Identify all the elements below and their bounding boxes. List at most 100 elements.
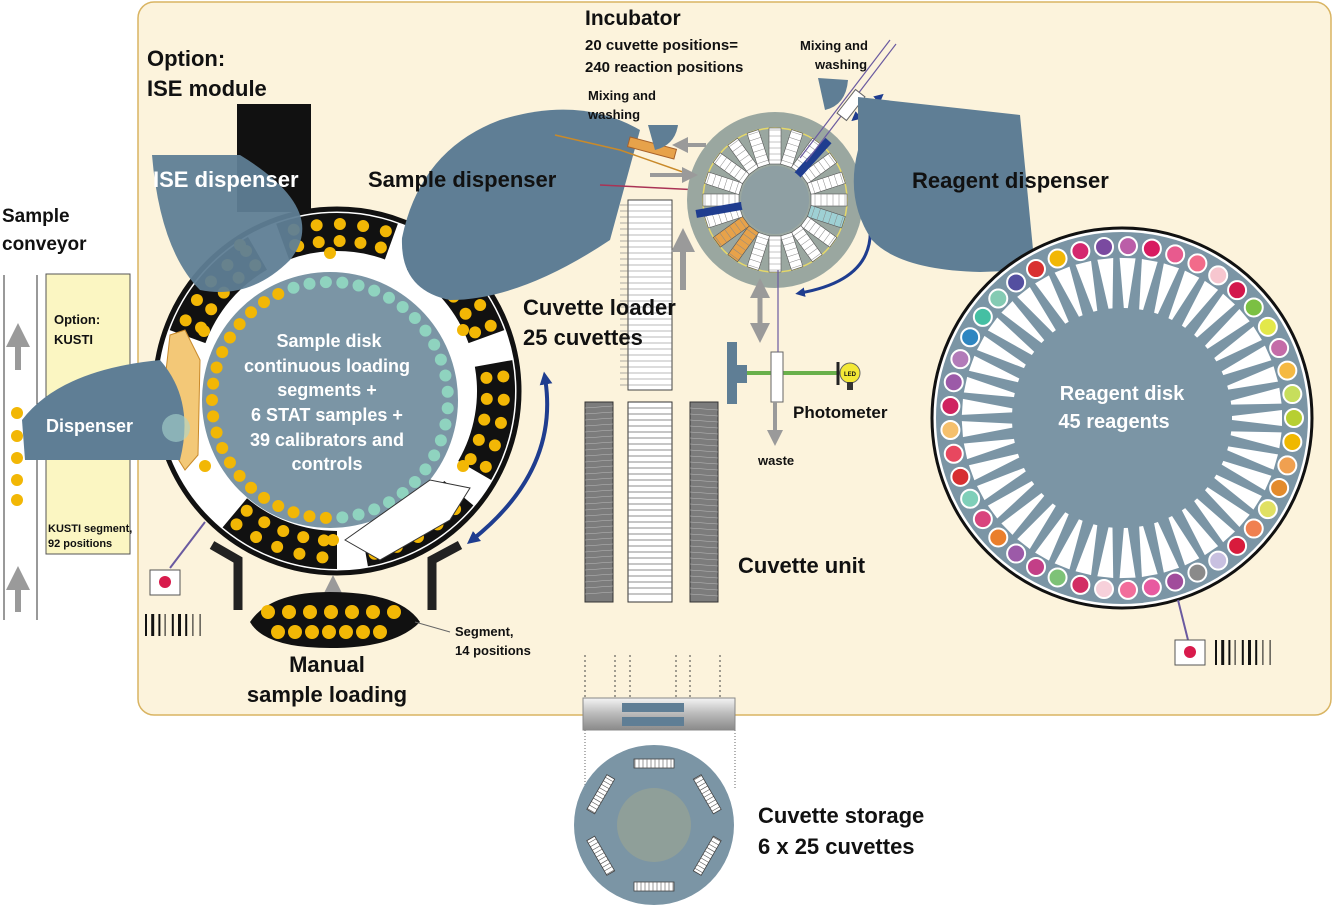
kusti-option-label-1: Option:: [54, 312, 100, 327]
manual-loading-label-1: Manual: [289, 652, 365, 677]
incubator: [687, 112, 863, 288]
incubator-line-2: 240 reaction positions: [585, 59, 743, 76]
barcode-bar: [1269, 640, 1271, 665]
calibrator-position: [434, 353, 447, 366]
svg-text:45 reagents: 45 reagents: [1058, 411, 1169, 433]
svg-text:ISE module: ISE module: [147, 76, 267, 101]
unit-tick: [584, 543, 614, 547]
svg-text:6 x 25 cuvettes: 6 x 25 cuvettes: [758, 834, 915, 859]
svg-text:LED: LED: [844, 372, 857, 378]
manual-segment-position: [366, 605, 380, 619]
calibrator-position: [272, 500, 285, 513]
dispenser-label: Dispenser: [46, 416, 133, 436]
reagent-disk-label-1: Reagent disk: [1060, 383, 1185, 405]
cuvette-storage: [574, 745, 734, 905]
manual-segment-position: [303, 605, 317, 619]
reagent-bottle: [1047, 567, 1068, 588]
unit-tick: [689, 461, 719, 465]
incubator-cuvette: [712, 215, 750, 248]
calibrator-position: [272, 287, 285, 300]
cuvette-loader: [620, 199, 673, 391]
reagent-bottle: [1257, 499, 1278, 520]
calibrator-position: [233, 318, 246, 331]
incubator-cuvette: [746, 232, 770, 271]
kusti-dispenser: [22, 360, 185, 460]
reagent-slot: [1001, 492, 1045, 535]
reagent-slot: [976, 335, 1026, 369]
segment-label-2: 14 positions: [455, 643, 531, 658]
sample-tube: [478, 413, 491, 426]
calibrator-position: [352, 508, 365, 521]
reagent-slot: [1181, 280, 1219, 328]
calibrator-position: [383, 496, 395, 509]
reagent-slot: [1227, 366, 1279, 390]
unit-tick: [584, 567, 614, 571]
reagent-barcode: [1215, 640, 1271, 665]
reagent-slot: [1214, 474, 1262, 510]
unit-tick: [584, 483, 614, 487]
unit-tick: [584, 441, 614, 445]
sample-tube: [479, 460, 492, 473]
svg-text:Mixing and: Mixing and: [800, 38, 868, 53]
calibrator-position: [408, 475, 421, 488]
kusti-option-label-2: KUSTI: [54, 332, 93, 347]
reagent-dispenser-label: Reagent dispenser: [912, 168, 1109, 193]
unit-tick: [689, 527, 719, 531]
cuvette-unit-label: Cuvette unit: [738, 553, 866, 578]
incubator-cuvette: [780, 129, 804, 168]
reagent-bottle: [1243, 297, 1264, 318]
unit-tick: [689, 521, 719, 525]
reagent-slot: [1075, 260, 1098, 312]
sample-tube: [258, 516, 271, 529]
barcode-bar: [1248, 640, 1251, 665]
sample-tube: [297, 531, 310, 544]
reagent-slot: [1154, 521, 1180, 573]
calibrator-position: [396, 301, 409, 314]
stat-sample: [324, 247, 336, 259]
photometer-label: Photometer: [793, 403, 888, 422]
mixing-cup-left: [648, 125, 678, 150]
unit-tick: [689, 431, 719, 435]
reagent-slot: [1181, 508, 1219, 556]
stat-sample: [198, 325, 210, 337]
unit-tick: [584, 453, 614, 457]
barcode-bar: [1241, 640, 1244, 665]
reagent-bottle: [1277, 360, 1298, 381]
sample-tube: [293, 547, 306, 560]
calibrator-position: [206, 394, 218, 406]
stat-sample: [457, 324, 469, 336]
reagent-bottle: [1141, 577, 1162, 598]
reagent-slot: [1204, 309, 1250, 349]
reagent-bottle: [1282, 431, 1303, 452]
reagent-slot: [1035, 275, 1069, 324]
unit-tick: [689, 587, 719, 591]
calibrator-position: [336, 276, 349, 289]
reagent-bottle: [1277, 455, 1298, 476]
unit-tick: [584, 429, 614, 433]
reagent-bottle: [972, 509, 993, 530]
manual-segment-positions: [261, 605, 401, 639]
reagent-bottle: [1026, 556, 1046, 577]
reagent-slot: [1017, 503, 1056, 550]
unit-tick: [584, 579, 614, 583]
barcode-bar: [1221, 640, 1225, 665]
ise-option-label-2: ISE module: [147, 76, 267, 101]
reagent-slot: [1001, 301, 1045, 344]
unit-tick: [689, 407, 719, 411]
reagent-bottle: [1118, 236, 1139, 257]
sample-disk-label-5: 39 calibrators and: [250, 430, 404, 450]
kusti-segment-label-1: KUSTI segment,: [48, 523, 132, 535]
unit-tick: [689, 533, 719, 537]
sample-tube: [497, 393, 510, 406]
unit-tick: [689, 503, 719, 507]
sample-tube: [179, 314, 192, 327]
sample-tube: [474, 298, 487, 311]
incubator-cuvette: [768, 127, 782, 165]
sample-tube: [317, 534, 330, 547]
reagent-slot: [1035, 512, 1069, 561]
incubator-cuvette: [800, 152, 838, 185]
unit-tick: [689, 497, 719, 501]
barcode-bar: [151, 614, 155, 636]
unit-tick: [689, 509, 719, 513]
sample-disk-label-1: Sample disk: [276, 331, 382, 351]
